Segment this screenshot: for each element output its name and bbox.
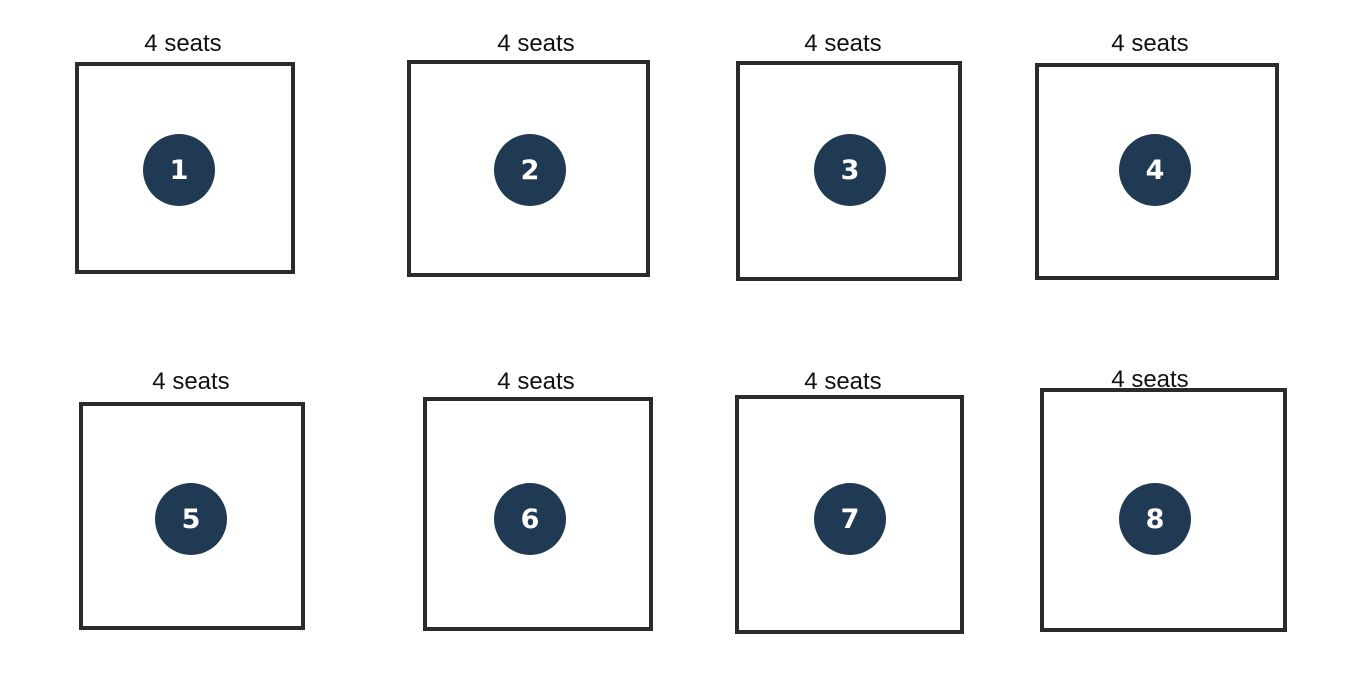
- table-4[interactable]: [1035, 63, 1279, 280]
- table-8[interactable]: [1040, 388, 1287, 632]
- table-4-number-badge: 4: [1119, 134, 1191, 206]
- table-7-seats-label: 4 seats: [804, 368, 882, 395]
- table-2-number-badge: 2: [494, 134, 566, 206]
- table-4-seats-label: 4 seats: [1111, 30, 1189, 57]
- table-2-seats-label: 4 seats: [497, 30, 575, 57]
- table-3-seats-label: 4 seats: [804, 30, 882, 57]
- table-5-seats-label: 4 seats: [152, 368, 230, 395]
- table-5-number-badge: 5: [155, 483, 227, 555]
- table-8-number-badge: 8: [1119, 483, 1191, 555]
- table-6-seats-label: 4 seats: [497, 368, 575, 395]
- table-7-number-badge: 7: [814, 483, 886, 555]
- table-6-number-badge: 6: [494, 483, 566, 555]
- table-2[interactable]: [407, 60, 650, 277]
- table-1-seats-label: 4 seats: [144, 30, 222, 57]
- table-3[interactable]: [736, 61, 962, 281]
- table-1-number-badge: 1: [143, 134, 215, 206]
- table-6[interactable]: [423, 397, 653, 631]
- table-7[interactable]: [735, 395, 964, 634]
- table-3-number-badge: 3: [814, 134, 886, 206]
- table-1[interactable]: [75, 62, 295, 274]
- table-5[interactable]: [79, 402, 305, 630]
